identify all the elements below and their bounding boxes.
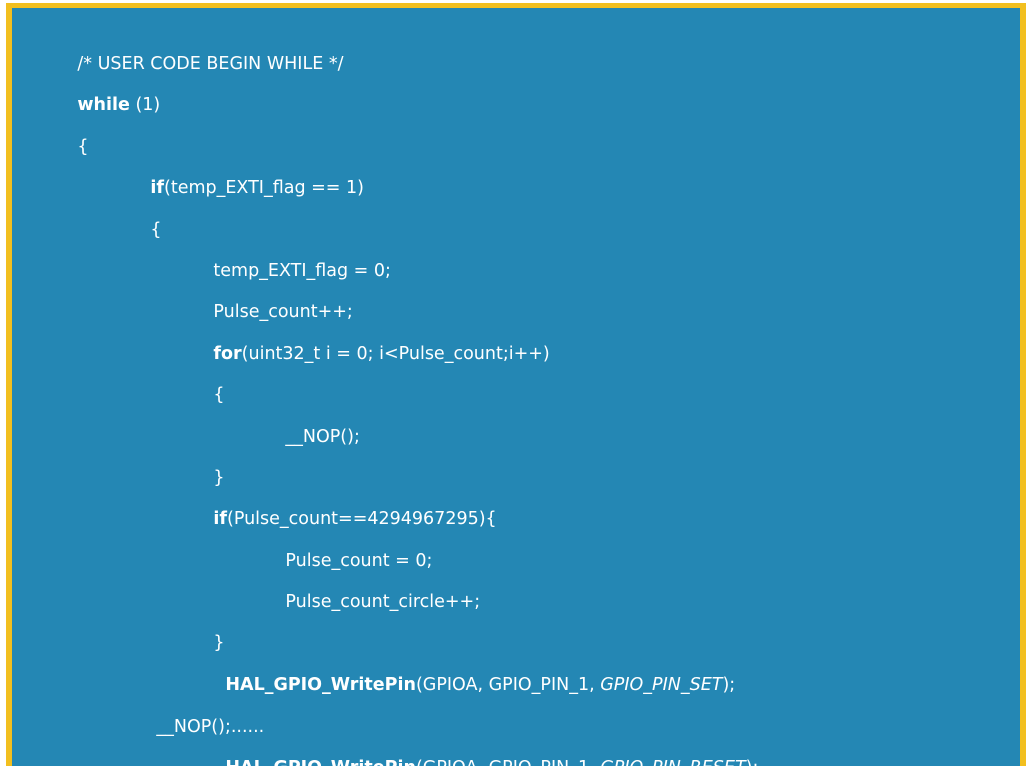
code-text: (temp_EXTI_flag == 1) — [164, 178, 364, 198]
brace-open: { — [77, 137, 89, 157]
code-text: (uint32_t i = 0; i<Pulse_count;i++) — [241, 344, 550, 364]
code-text: temp_EXTI_flag = 0; — [213, 261, 391, 281]
code-text: __NOP();...... — [156, 717, 265, 737]
keyword-if: if — [150, 178, 165, 198]
code-line-17: __NOP();...... — [123, 688, 264, 737]
code-text: ); — [746, 758, 759, 766]
function-name: HAL_GPIO_WritePin — [225, 675, 416, 695]
constant-name: GPIO_PIN_SET — [600, 675, 723, 695]
brace-open: { — [150, 220, 162, 240]
keyword-while: while — [77, 95, 130, 115]
code-line-8: for(uint32_t i = 0; i<Pulse_count;i++) — [180, 315, 549, 364]
keyword-if: if — [213, 509, 228, 529]
code-line-5: { — [117, 191, 161, 240]
keyword-for: for — [213, 344, 242, 364]
code-line-3: { — [44, 108, 88, 157]
comment-text: /* USER CODE BEGIN WHILE */ — [77, 54, 344, 74]
code-line-15: } — [180, 604, 224, 653]
code-line-13: Pulse_count = 0; — [252, 522, 432, 571]
code-line-2: while (1) — [44, 66, 160, 115]
code-line-7: Pulse_count++; — [180, 273, 352, 322]
code-text: __NOP(); — [285, 427, 360, 447]
brace-close: } — [213, 633, 225, 653]
code-text: Pulse_count_circle++; — [285, 592, 481, 612]
brace-close: } — [213, 468, 225, 488]
code-listing: /* USER CODE BEGIN WHILE */ while (1) { … — [12, 8, 1020, 766]
code-text: (GPIOA, GPIO_PIN_1, — [415, 675, 601, 695]
code-line-18: HAL_GPIO_WritePin(GPIOA, GPIO_PIN_1, GPI… — [192, 729, 758, 766]
code-line-6: temp_EXTI_flag = 0; — [180, 232, 391, 281]
constant-name: GPIO_PIN_RESET — [600, 758, 745, 766]
code-line-12: if(Pulse_count==4294967295){ — [180, 480, 496, 529]
code-text: Pulse_count = 0; — [285, 551, 433, 571]
code-text: Pulse_count++; — [213, 302, 353, 322]
code-line-11: } — [180, 439, 224, 488]
code-line-1: /* USER CODE BEGIN WHILE */ — [44, 25, 343, 74]
code-line-9: { — [180, 356, 224, 405]
code-text: (GPIOA, GPIO_PIN_1, — [416, 758, 600, 766]
function-name: HAL_GPIO_WritePin — [225, 758, 416, 766]
code-line-4: if(temp_EXTI_flag == 1) — [117, 149, 364, 198]
code-text: (1) — [129, 95, 161, 115]
code-line-16: HAL_GPIO_WritePin(GPIOA, GPIO_PIN_1, GPI… — [192, 646, 735, 695]
code-block: /* USER CODE BEGIN WHILE */ while (1) { … — [6, 3, 1026, 766]
code-line-14: Pulse_count_circle++; — [252, 563, 480, 612]
code-text: ); — [722, 675, 736, 695]
code-text: (Pulse_count==4294967295){ — [227, 509, 497, 529]
code-line-10: __NOP(); — [252, 398, 359, 447]
brace-open: { — [213, 385, 225, 405]
